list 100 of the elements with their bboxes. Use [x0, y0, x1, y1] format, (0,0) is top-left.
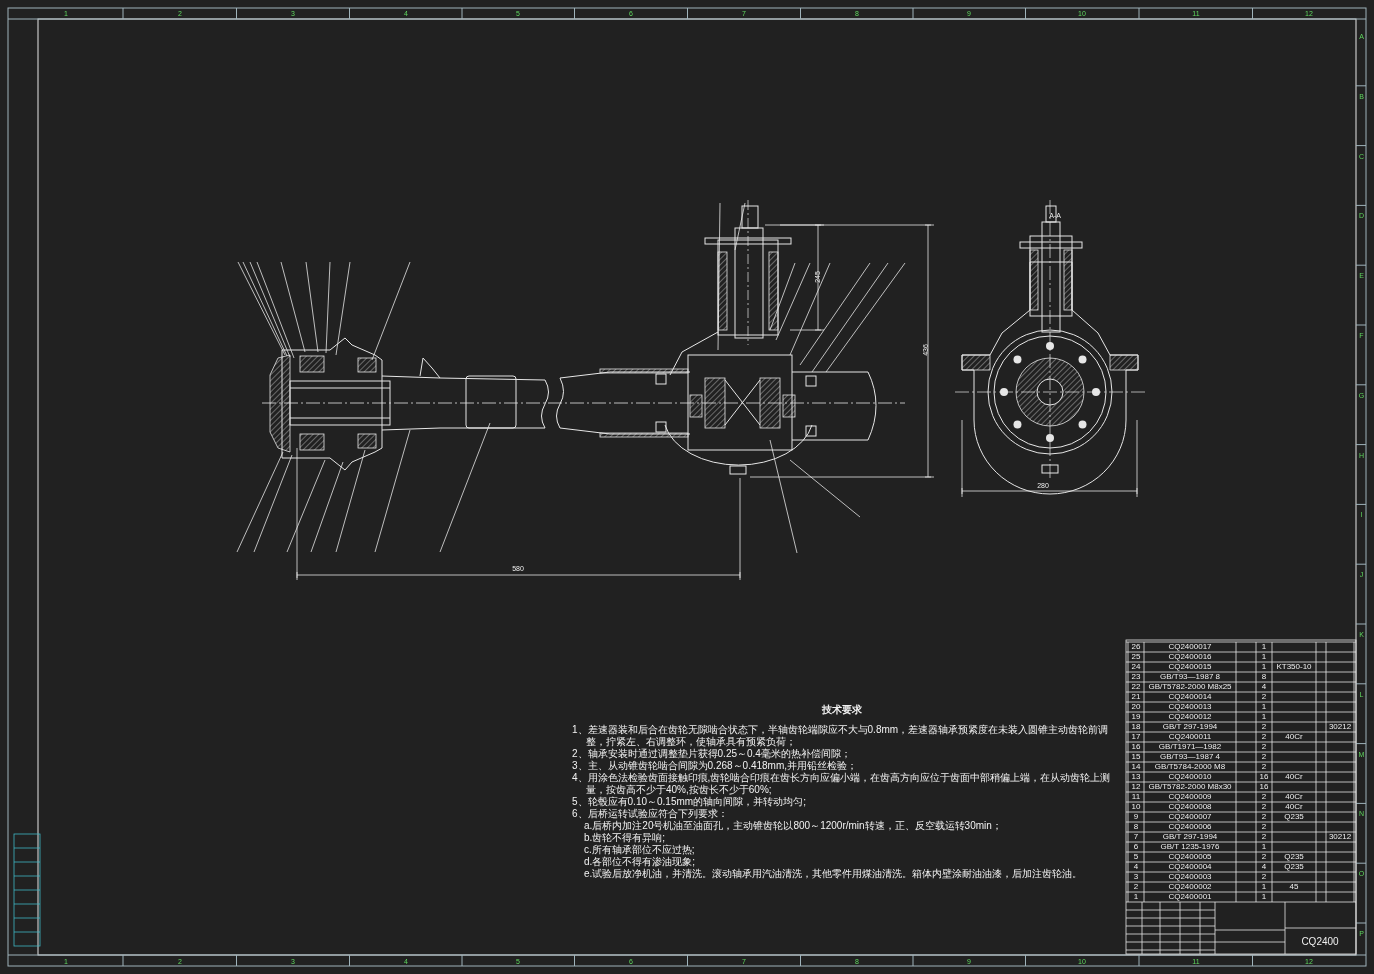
- table-cell-text: 2: [1260, 732, 1268, 742]
- table-cell-text: 2: [1260, 802, 1268, 812]
- table-cell-text: Q235: [1283, 862, 1305, 872]
- table-cell-text: 16: [1258, 772, 1270, 782]
- table-cell-text: 2: [1260, 792, 1268, 802]
- table-cell-text: 1: [1260, 882, 1268, 892]
- requirement-item: d.各部位不得有渗油现象;: [583, 856, 697, 868]
- table-cell-text: 2: [1260, 752, 1268, 762]
- table-cell-text: 4: [1260, 682, 1268, 692]
- table-cell-text: 40Cr: [1284, 732, 1304, 742]
- table-cell-text: 2: [1260, 822, 1268, 832]
- table-cell-text: 9: [1132, 812, 1140, 822]
- requirement-item: c.所有轴承部位不应过热;: [583, 844, 696, 856]
- table-cell-text: GB/T93—1987 4: [1158, 752, 1221, 762]
- table-cell-text: CQ2400003: [1167, 872, 1213, 882]
- table-cell-text: 16: [1130, 742, 1142, 752]
- table-cell-text: 2: [1260, 742, 1268, 752]
- table-cell-text: 1: [1260, 642, 1268, 652]
- table-cell-text: 1: [1260, 842, 1268, 852]
- drawing-number: CQ2400: [1300, 935, 1340, 949]
- table-cell-text: Q235: [1283, 812, 1305, 822]
- table-cell-text: 19: [1130, 712, 1142, 722]
- table-cell-text: 14: [1130, 762, 1142, 772]
- table-cell-text: 2: [1260, 812, 1268, 822]
- table-cell-text: 2: [1260, 692, 1268, 702]
- table-cell-text: 40Cr: [1284, 802, 1304, 812]
- table-cell-text: Q235: [1283, 852, 1305, 862]
- table-cell-text: GB/T 1235-1976: [1159, 842, 1221, 852]
- table-cell-text: 21: [1130, 692, 1142, 702]
- table-cell-text: 10: [1130, 802, 1142, 812]
- requirement-item: b.齿轮不得有异响;: [583, 832, 667, 844]
- table-cell-text: 8: [1132, 822, 1140, 832]
- table-cell-text: 30212: [1327, 722, 1353, 732]
- table-cell-text: 2: [1132, 882, 1140, 892]
- table-cell-text: CQ2400009: [1167, 792, 1213, 802]
- table-cell-text: CQ2400013: [1167, 702, 1213, 712]
- table-cell-text: 2: [1260, 762, 1268, 772]
- table-cell-text: 15: [1130, 752, 1142, 762]
- table-cell-text: 25: [1130, 652, 1142, 662]
- table-cell-text: 12: [1130, 782, 1142, 792]
- table-cell-text: KT350-10: [1275, 662, 1313, 672]
- table-cell-text: CQ2400017: [1167, 642, 1213, 652]
- table-cell-text: 1: [1260, 712, 1268, 722]
- requirement-item: 1、差速器装和后合在齿轮无隙啮合状态下，半轴齿轮端隙应不大与0.8mm，差速器轴承预紧度在未装入圆锥主动齿轮前调整，拧紧左、右调整环，使轴承具有预紧负荷；: [572, 724, 1110, 748]
- table-cell-text: CQ2400007: [1167, 812, 1213, 822]
- table-cell-text: GB/T5782-2000 M8x30: [1147, 782, 1233, 792]
- table-cell-text: CQ2400014: [1167, 692, 1213, 702]
- table-cell-text: 40Cr: [1284, 792, 1304, 802]
- table-cell-text: 3: [1132, 872, 1140, 882]
- requirement-item: a.后桥内加注20号机油至油面孔，主动锥齿轮以800～1200r/min转速，正、反空载运转30min；: [583, 820, 1003, 832]
- table-cell-text: 1: [1260, 652, 1268, 662]
- table-cell-text: CQ2400010: [1167, 772, 1213, 782]
- table-cell-text: 13: [1130, 772, 1142, 782]
- table-cell-text: 2: [1260, 722, 1268, 732]
- table-cell-text: GB/T1971—1982: [1157, 742, 1223, 752]
- table-cell-text: CQ2400011: [1167, 732, 1213, 742]
- table-cell-text: 4: [1132, 862, 1140, 872]
- table-cell-text: 6: [1132, 842, 1140, 852]
- table-cell-text: 2: [1260, 872, 1268, 882]
- requirements-heading: 技术要求: [821, 704, 863, 716]
- table-cell-text: 1: [1260, 662, 1268, 672]
- table-cell-text: 1: [1260, 702, 1268, 712]
- table-cell-text: 24: [1130, 662, 1142, 672]
- table-cell-text: CQ2400006: [1167, 822, 1213, 832]
- table-cell-text: 8: [1260, 672, 1268, 682]
- table-cell-text: 4: [1260, 862, 1268, 872]
- requirement-item: 3、主、从动锥齿轮啮合间隙为0.268～0.418mm,并用铅丝检验；: [572, 760, 859, 772]
- table-cell-text: 20: [1130, 702, 1142, 712]
- table-cell-text: CQ2400001: [1167, 892, 1213, 902]
- requirement-item: 6、后桥运转试验应符合下列要求：: [572, 808, 729, 820]
- table-cell-text: 7: [1132, 832, 1140, 842]
- table-cell-text: 1: [1260, 892, 1268, 902]
- table-cell-text: GB/T 297-1994: [1161, 832, 1219, 842]
- requirement-item: 4、用涂色法检验齿面接触印痕,齿轮啮合印痕在齿长方向应偏小端，在齿高方向应位于齿面中部稍偏上端，在从动齿轮上测量，按齿高不少于40%,按齿长不少于60%;: [572, 772, 1112, 796]
- table-cell-text: 23: [1130, 672, 1142, 682]
- table-cell-text: 17: [1130, 732, 1142, 742]
- table-cell-text: CQ2400015: [1167, 662, 1213, 672]
- table-cell-text: GB/T 297-1994: [1161, 722, 1219, 732]
- table-cell-text: CQ2400008: [1167, 802, 1213, 812]
- table-cell-text: 5: [1132, 852, 1140, 862]
- table-cell-text: 2: [1260, 852, 1268, 862]
- table-cell-text: CQ2400012: [1167, 712, 1213, 722]
- table-cell-text: CQ2400002: [1167, 882, 1213, 892]
- table-cell-text: 16: [1258, 782, 1270, 792]
- requirement-item: 5、轮毂应有0.10～0.15mm的轴向间隙，并转动均匀;: [572, 796, 807, 808]
- requirement-item: e.试验后放净机油，并清洗。滚动轴承用汽油清洗，其他零件用煤油清洗。箱体内壁涂耐油油漆，后加注齿轮油。: [583, 868, 1084, 880]
- table-cell-text: CQ2400005: [1167, 852, 1213, 862]
- table-cell-text: 40Cr: [1284, 772, 1304, 782]
- table-cell-text: 1: [1132, 892, 1140, 902]
- table-cell-text: GB/T93—1987 8: [1158, 672, 1221, 682]
- table-cell-text: CQ2400004: [1167, 862, 1213, 872]
- table-cell-text: CQ2400016: [1167, 652, 1213, 662]
- table-cell-text: GB/T5782-2000 M8x25: [1147, 682, 1233, 692]
- table-cell-text: 11: [1130, 792, 1142, 802]
- table-cell-text: 2: [1260, 832, 1268, 842]
- table-cell-text: 26: [1130, 642, 1142, 652]
- table-cell-text: 18: [1130, 722, 1142, 732]
- table-cell-text: 22: [1130, 682, 1142, 692]
- table-cell-text: GB/T5784-2000 M8: [1153, 762, 1227, 772]
- table-cell-text: 30212: [1327, 832, 1353, 842]
